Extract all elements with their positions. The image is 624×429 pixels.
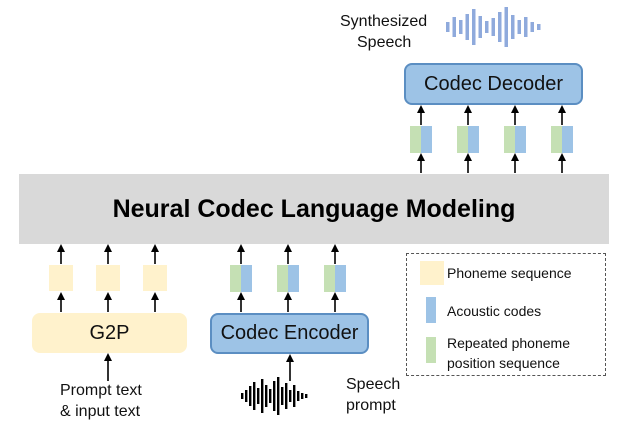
waveform-bar [485,21,489,33]
legend-acoustic-label: Acoustic codes [447,303,542,319]
waveform-bar [245,390,248,402]
waveform-bar [491,18,495,36]
speech-prompt-label: Speech prompt [346,374,400,416]
waveform-bar [530,22,534,32]
waveform-bar [511,15,515,39]
waveform-bar [273,381,276,411]
waveform-bar [305,394,308,398]
waveform-bar [261,379,264,413]
acoustic-token [241,265,252,292]
waveform-bar [537,24,541,30]
speech-prompt-line2: prompt [346,397,396,414]
waveform-bar [241,393,244,399]
text-input-line1: Prompt text [60,382,142,399]
token-layer [49,126,573,292]
synthesized-speech-line1: Synthesized [340,13,428,30]
waveform-bar [472,9,476,45]
legend-position-line2: position sequence [447,355,560,371]
legend-phoneme-swatch [420,261,444,285]
waveform-bar [269,389,272,403]
position-token [410,126,421,153]
legend-position-label: Repeated phoneme position sequence [447,333,570,373]
speech-prompt-waveform-icon [241,377,308,415]
position-token [551,126,562,153]
acoustic-token [335,265,346,292]
waveform-bar [478,16,482,38]
waveform-bar [498,12,502,42]
position-token [277,265,288,292]
waveform-bar [301,393,304,399]
waveform-bar [504,7,508,47]
phoneme-token [143,265,167,291]
waveform-bar [517,20,521,34]
waveform-bar [297,391,300,401]
codec-encoder-box: Codec Encoder [210,313,369,354]
text-input-label: Prompt text & input text [60,380,142,422]
synthesized-speech-label: Synthesized Speech [340,11,427,53]
acoustic-token [562,126,573,153]
waveform-bar [249,386,252,406]
waveform-bar [289,390,292,402]
synthesized-speech-line2: Speech [357,34,412,51]
main-block-title: Neural Codec Language Modeling [112,194,516,223]
position-token [230,265,241,292]
position-token [504,126,515,153]
waveform-bar [281,387,284,405]
g2p-box: G2P [32,313,187,353]
phoneme-token [49,265,73,291]
legend-position-swatch [426,337,436,363]
codec-encoder-label: Codec Encoder [220,322,359,344]
waveform-bar [277,377,280,415]
waveform-bar [265,385,268,407]
codec-decoder-box: Codec Decoder [404,63,583,105]
waveform-bar [293,385,296,407]
text-input-line2: & input text [60,403,141,420]
waveform-bar [253,382,256,410]
arrow-layer [57,105,566,381]
waveform-bar [459,20,463,34]
waveform-bar [446,22,450,32]
phoneme-token [96,265,120,291]
waveform-bar [465,14,469,40]
legend-position-line1: Repeated phoneme [447,335,570,351]
speech-prompt-line1: Speech [346,376,401,393]
acoustic-token [288,265,299,292]
neural-codec-language-modeling-block: Neural Codec Language Modeling [19,174,609,244]
legend-box: Phoneme sequence Acoustic codes Repeated… [406,253,606,376]
codec-decoder-label: Codec Decoder [424,72,563,95]
waveform-bar [452,17,456,37]
waveform-bar [285,383,288,409]
synthesized-speech-waveform-icon [446,7,541,47]
legend-phoneme-label: Phoneme sequence [447,265,572,281]
waveform-bar [524,17,528,37]
position-token [457,126,468,153]
acoustic-token [515,126,526,153]
g2p-label: G2P [89,321,130,344]
acoustic-token [468,126,479,153]
acoustic-token [421,126,432,153]
legend-acoustic-swatch [426,297,436,323]
waveform-bar [257,388,260,404]
position-token [324,265,335,292]
